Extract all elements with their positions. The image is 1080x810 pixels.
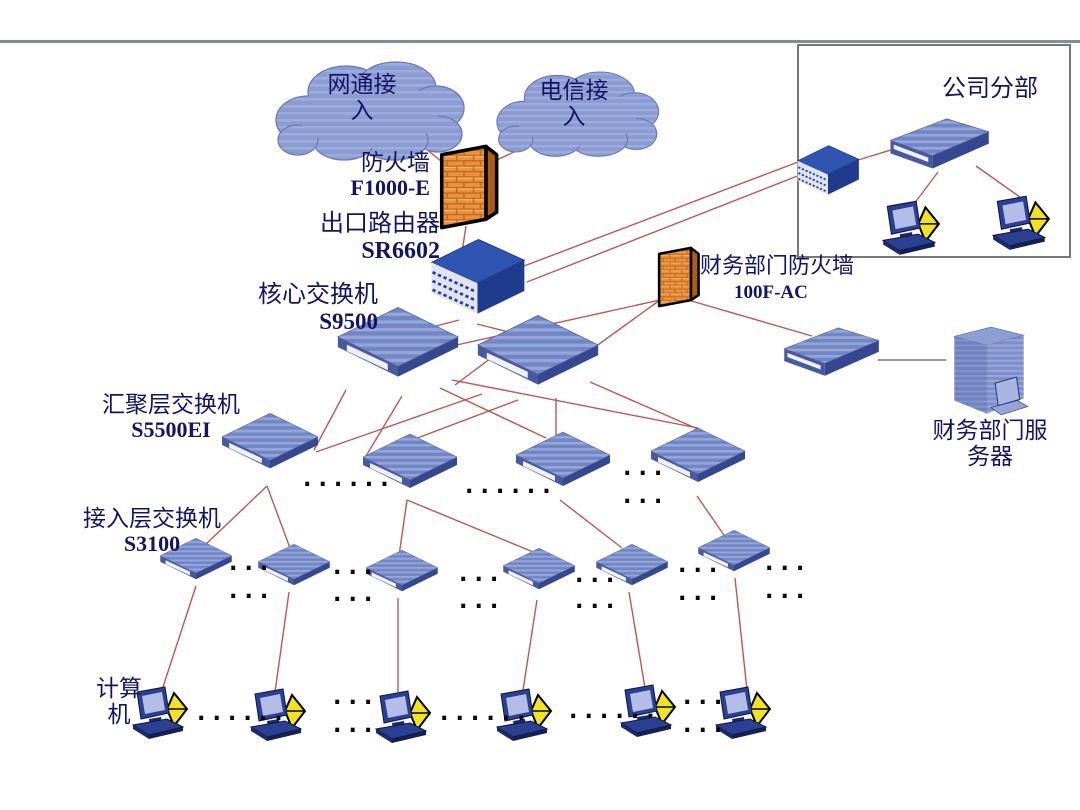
firewall-label: 防火墙 F1000-E xyxy=(350,150,430,200)
link-agg1-access1 xyxy=(203,485,268,547)
ellipsis-dots: ... xyxy=(226,548,273,576)
ellipsis-dots: ... xyxy=(226,576,273,604)
branch-pc-2-icon xyxy=(992,195,1050,251)
ellipsis-dots: ... xyxy=(675,578,722,606)
link-router-branch-2 xyxy=(526,174,801,283)
ellipsis-dots: ... xyxy=(330,710,377,738)
branch-pc-1-icon xyxy=(882,200,940,256)
ellipsis-dots: ... xyxy=(456,586,503,614)
link-access6-pc6 xyxy=(734,577,748,691)
link-core1-agg3 xyxy=(439,387,547,439)
ellipsis-dots: ... xyxy=(680,710,727,738)
finance-server-icon xyxy=(953,326,1029,416)
cloud-telecom-label: 电信接 入 xyxy=(539,78,609,129)
network-links xyxy=(161,117,1025,693)
ellipsis-dots: ... xyxy=(620,481,667,509)
finance-firewall-model: 100F-AC xyxy=(734,282,808,303)
ellipsis-dots: ... xyxy=(620,453,667,481)
ellipsis-dots: ... xyxy=(762,576,809,604)
link-agg2-access3 xyxy=(398,499,408,557)
link-core2-agg1 xyxy=(315,393,483,453)
link-branchswitch-pc1 xyxy=(913,171,939,205)
ellipsis-dots: ...... xyxy=(462,471,555,499)
ellipsis-dots: ...... xyxy=(566,696,659,724)
link-core2-agg4 xyxy=(589,381,701,431)
computer-label: 计算 机 xyxy=(96,676,142,727)
core-switch-2-icon xyxy=(477,314,599,386)
network-devices xyxy=(132,61,1050,744)
link-branchswitch-pc2 xyxy=(975,165,1025,201)
top-divider-line xyxy=(0,40,1080,43)
ellipsis-dots: ... xyxy=(572,586,619,614)
branch-office-box xyxy=(797,44,1071,258)
branch-switch-icon xyxy=(889,118,990,170)
router-label: 出口路由器 SR6602 xyxy=(320,211,440,264)
branch-router-icon xyxy=(796,144,860,196)
link-finfw-core2 xyxy=(587,299,661,353)
link-agg2-access4 xyxy=(406,499,539,555)
ellipsis-dots: ...... xyxy=(194,698,287,726)
ellipsis-dots: ...... xyxy=(437,698,530,726)
link-agg1-access2 xyxy=(266,485,291,549)
link-access4-pc4 xyxy=(522,599,538,691)
link-finfw-finswitch xyxy=(687,299,813,337)
link-core1-agg4 xyxy=(451,379,699,429)
ellipsis-dots: ...... xyxy=(300,464,393,492)
router-sr6602-icon xyxy=(430,238,526,316)
access-switch-4-icon xyxy=(502,547,576,590)
finance-switch-icon xyxy=(783,327,880,377)
link-agg4-access6 xyxy=(696,495,727,539)
link-finfw-core1 xyxy=(451,299,661,347)
access-switch-label: 接入层交换机 S3100 xyxy=(83,506,221,556)
ellipsis-dots: ... xyxy=(675,550,722,578)
ellipsis-dots: ... xyxy=(330,579,377,607)
link-access1-pc1 xyxy=(161,585,197,691)
ellipsis-dots: ... xyxy=(680,682,727,710)
core-switch-label: 核心交换机 S9500 xyxy=(258,282,378,334)
finance-firewall-icon xyxy=(657,246,700,308)
cloud-netcom-label: 网通接 入 xyxy=(327,72,397,123)
finance-server-label: 财务部门服 务器 xyxy=(932,418,1048,469)
link-access2-pc2 xyxy=(274,591,290,693)
ellipsis-dots: ... xyxy=(330,552,377,580)
link-router-branch-1 xyxy=(523,161,799,267)
link-core1-agg1 xyxy=(313,389,347,451)
finance-firewall-label: 财务部门防火墙 xyxy=(700,253,855,278)
access-switch-3-icon xyxy=(365,549,439,592)
agg-switch-label: 汇聚层交换机 S5500EI xyxy=(102,392,240,442)
firewall-f1000e-icon xyxy=(442,146,497,227)
computer-3-icon xyxy=(375,690,431,744)
ellipsis-dots: ... xyxy=(456,559,503,587)
branch-title: 公司分部 xyxy=(942,76,1038,102)
link-core1-agg2 xyxy=(365,395,403,457)
ellipsis-dots: ... xyxy=(762,548,809,576)
ellipsis-dots: ... xyxy=(330,682,377,710)
link-agg3-access5 xyxy=(559,499,623,549)
link-access5-pc5 xyxy=(628,591,646,689)
ellipsis-dots: ... xyxy=(572,560,619,588)
